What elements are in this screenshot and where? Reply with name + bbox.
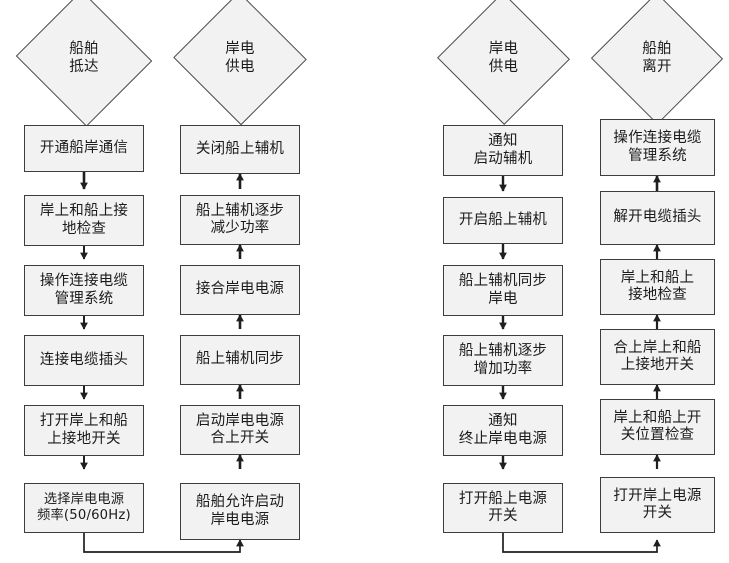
cross-connector-right <box>502 533 661 553</box>
col-3-step-3[interactable]: 船上辅机同步 岸电 <box>443 265 563 316</box>
col-1-step-4[interactable]: 连接电缆插头 <box>24 335 144 386</box>
col-4-step-6[interactable]: 打开岸上电源 开关 <box>600 477 715 533</box>
col-3-start-diamond[interactable]: 岸电 供电 <box>437 0 570 125</box>
col-2-step-3[interactable]: 接合岸电电源 <box>180 265 300 315</box>
col-2-step-2[interactable]: 船上辅机逐步 减少功率 <box>180 195 300 245</box>
col-3-step-5[interactable]: 通知 终止岸电电源 <box>443 405 563 456</box>
col-4-start-label: 船舶 离开 <box>642 41 672 75</box>
col-2-step-1[interactable]: 关闭船上辅机 <box>180 125 300 174</box>
col-4-step-4[interactable]: 合上岸上和船 上接地开关 <box>600 329 715 385</box>
col-1-step-2[interactable]: 岸上和船上接 地检查 <box>24 195 144 246</box>
col-2-start-diamond[interactable]: 岸电 供电 <box>173 0 307 126</box>
col-4-step-1[interactable]: 操作连接电缆 管理系统 <box>600 119 715 176</box>
col-4-step-3[interactable]: 岸上和船上 接地检查 <box>600 259 715 315</box>
col-1-step-1[interactable]: 开通船岸通信 <box>24 125 144 172</box>
col-2-step-6[interactable]: 船舶允许启动 岸电电源 <box>180 483 300 540</box>
col-3-step-6[interactable]: 打开船上电源 开关 <box>443 483 563 533</box>
col-1-step-3[interactable]: 操作连接电缆 管理系统 <box>24 265 144 316</box>
col-2-step-4[interactable]: 船上辅机同步 <box>180 335 300 385</box>
col-2-start-label: 岸电 供电 <box>225 41 255 75</box>
col-1-start-label: 船舶 抵达 <box>69 41 99 75</box>
col-3-step-2[interactable]: 开启船上辅机 <box>443 197 563 244</box>
col-4-step-2[interactable]: 解开电缆插头 <box>600 191 715 245</box>
col-1-step-6[interactable]: 选择岸电电源 频率(50/60Hz) <box>24 483 144 533</box>
col-4-start-diamond[interactable]: 船舶 离开 <box>590 0 724 125</box>
col-1-start-diamond[interactable]: 船舶 抵达 <box>15 0 153 127</box>
col-3-step-4[interactable]: 船上辅机逐步 增加功率 <box>443 335 563 386</box>
col-2-step-5[interactable]: 启动岸电电源 合上开关 <box>180 405 300 455</box>
col-4-step-5[interactable]: 岸上和船上开 关位置检查 <box>600 399 715 455</box>
col-3-step-1[interactable]: 通知 启动辅机 <box>443 125 563 176</box>
col-1-step-5[interactable]: 打开岸上和船 上接地开关 <box>24 405 144 456</box>
col-3-start-label: 岸电 供电 <box>488 41 519 75</box>
